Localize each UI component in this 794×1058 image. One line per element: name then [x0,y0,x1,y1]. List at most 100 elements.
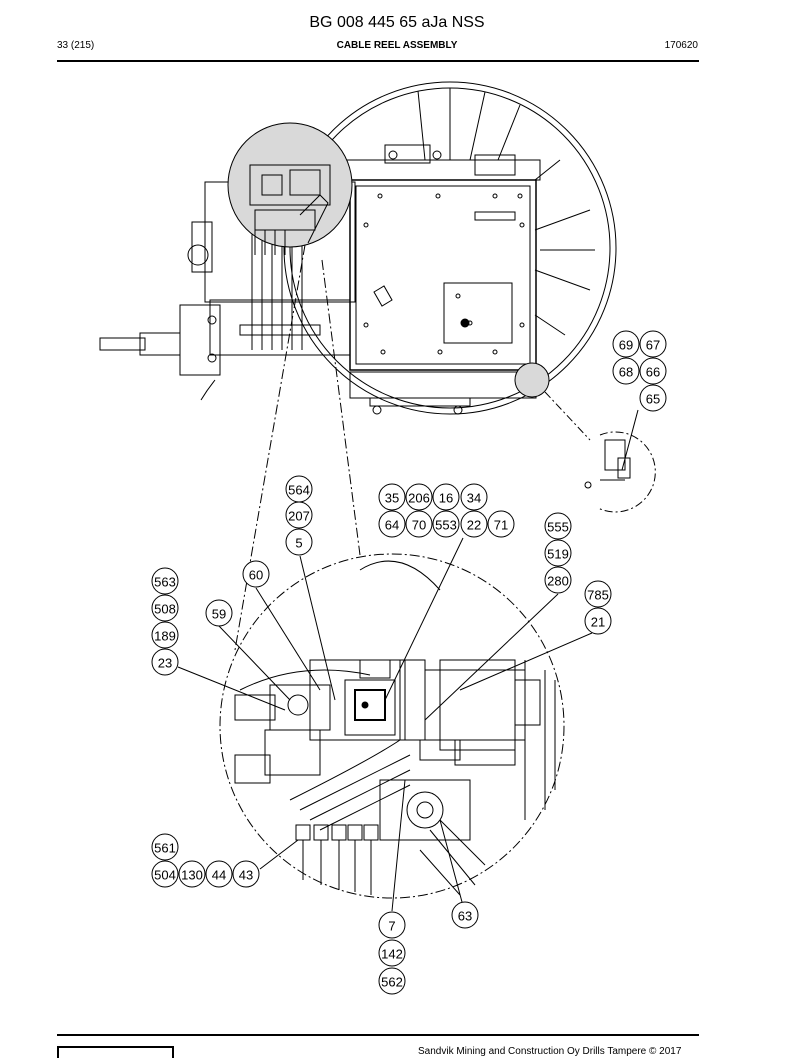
callout-69: 69 [612,330,640,358]
callout-label: 35 [385,491,399,506]
callout-bubble [460,483,488,511]
callout-63: 63 [451,901,479,929]
callout-bubble [544,512,572,540]
callout-59: 59 [205,599,233,627]
callout-bubble [405,483,433,511]
callout-44: 44 [205,860,233,888]
callout-bubble [544,566,572,594]
footer-rule [57,1034,699,1036]
callout-label: 22 [467,518,481,533]
callout-bubble [378,939,406,967]
callout-66: 66 [639,357,667,385]
callout-bubble [451,901,479,929]
callout-label: 67 [646,338,660,353]
document-number: BG 008 445 65 aJa NSS [309,14,485,31]
callout-label: 280 [547,574,569,589]
callout-label: 130 [181,868,203,883]
callout-35: 35 [378,483,406,511]
callout-label: 44 [212,868,226,883]
callout-bubble [178,860,206,888]
callout-508: 508 [151,594,179,622]
callout-label: 785 [587,588,609,603]
callout-43: 43 [232,860,260,888]
callout-bubble [405,510,433,538]
callout-bubble [151,860,179,888]
callout-21: 21 [584,607,612,635]
callout-553: 553 [432,510,460,538]
callout-67: 67 [639,330,667,358]
callout-504: 504 [151,860,179,888]
callout-label: 555 [547,520,569,535]
callout-label: 564 [288,483,310,498]
callout-bubble [151,833,179,861]
callout-label: 68 [619,365,633,380]
callout-bubble [432,510,460,538]
callout-label: 519 [547,547,569,562]
callout-label: 64 [385,518,399,533]
callout-label: 16 [439,491,453,506]
detail-marker-65 [514,362,550,398]
callout-bubble [584,607,612,635]
callout-label: 5 [295,536,302,551]
callout-bubble [242,560,270,588]
callout-bubble [232,860,260,888]
callout-785: 785 [584,580,612,608]
callout-label: 21 [591,615,605,630]
callout-5: 5 [285,528,313,556]
callout-bubble [378,911,406,939]
cable-reel-drawing [99,81,617,415]
callout-7: 7 [378,911,406,939]
callout-564: 564 [285,475,313,503]
valve-block-detail [234,560,556,896]
revision-code: 170620 [664,40,698,51]
callout-label: 71 [494,518,508,533]
callout-23: 23 [151,648,179,676]
callout-bubble [285,501,313,529]
callout-bubble [612,357,640,385]
callout-label: 504 [154,868,176,883]
callout-bubble [151,567,179,595]
copyright-text: Sandvik Mining and Construction Oy Drill… [418,1046,682,1057]
callout-bubble [151,648,179,676]
callout-bubble [378,510,406,538]
callout-bubble [151,621,179,649]
callout-bubble [432,483,460,511]
header-rule [57,60,699,62]
callout-563: 563 [151,567,179,595]
callout-leaders [177,409,639,912]
callout-label: 69 [619,338,633,353]
callout-bubble [378,483,406,511]
callout-280: 280 [544,566,572,594]
callout-bubble [205,599,233,627]
callout-label: 65 [646,392,660,407]
callout-label: 63 [458,909,472,924]
callout-562: 562 [378,967,406,995]
callout-label: 553 [435,518,457,533]
callout-bubble [205,860,233,888]
callout-label: 206 [408,491,430,506]
callout-bubble [544,539,572,567]
callout-142: 142 [378,939,406,967]
callout-label: 142 [381,947,403,962]
callout-label: 561 [154,841,176,856]
callout-label: 562 [381,975,403,990]
callout-130: 130 [178,860,206,888]
callout-64: 64 [378,510,406,538]
page-number: 33 (215) [57,40,95,51]
callout-label: 207 [288,509,310,524]
callout-label: 189 [154,629,176,644]
callout-bubble [378,967,406,995]
callout-555: 555 [544,512,572,540]
callout-bubble [639,384,667,412]
callout-68: 68 [612,357,640,385]
sandvik-logo [57,1046,174,1058]
callout-22: 22 [460,510,488,538]
callout-bubble [612,330,640,358]
callout-bubble [639,330,667,358]
callout-bubble [460,510,488,538]
callout-label: 60 [249,568,263,583]
callout-bubble [285,528,313,556]
callout-71: 71 [487,510,515,538]
